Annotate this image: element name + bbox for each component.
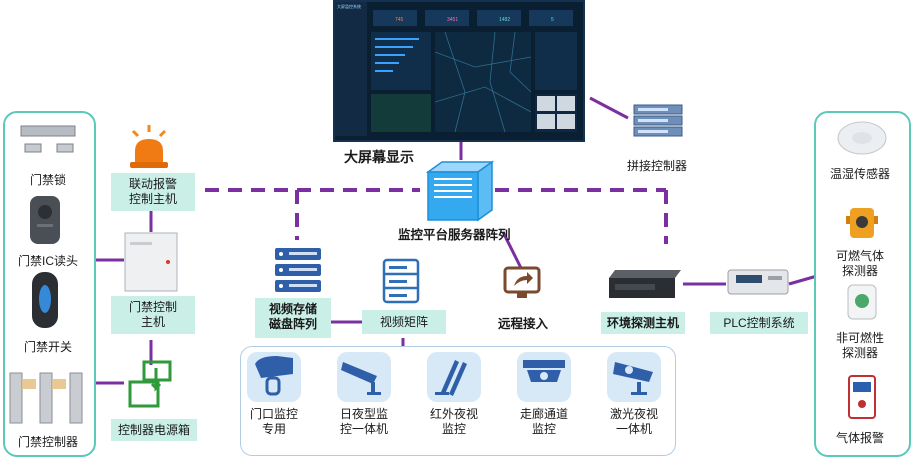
left-item-label: 门禁锁 — [30, 173, 67, 187]
right-item-label: 非可燃性探测器 — [836, 331, 885, 360]
power-box-label: 控制器电源箱 — [111, 419, 197, 441]
storage-array-icon — [273, 246, 323, 294]
access-host-line1: 门禁控制 — [128, 300, 177, 314]
big-screen-label: 大屏幕显示 — [344, 149, 414, 165]
stat-card: 5 — [529, 10, 573, 26]
right-item-label: 可燃气体探测器 — [836, 249, 885, 278]
right-item-label: 气体报警 — [836, 431, 885, 445]
left-item-label: 门禁IC读头 — [18, 254, 79, 268]
camera-label: 激光夜视一体机 — [609, 407, 658, 436]
stat-value: 745 — [395, 17, 404, 23]
map-panel — [435, 32, 531, 132]
video-matrix-label: 视频矩阵 — [362, 310, 446, 334]
bar-list-panel — [371, 32, 431, 90]
stat-card: 3451 — [425, 10, 469, 26]
stat-card: 745 — [373, 10, 417, 26]
status-grid — [371, 94, 431, 132]
camera-label: 门口监控专用 — [249, 407, 298, 436]
storage-line1: 视频存储 — [268, 302, 317, 316]
camera-label: 走廊通道监控 — [519, 407, 568, 436]
env-host-label: 环境探测主机 — [601, 312, 685, 334]
plc-device-icon — [726, 266, 790, 298]
dashboard-sidebar — [335, 2, 367, 136]
alarm-host-line1: 联动报警 — [128, 177, 177, 191]
day-night-camera-icon — [337, 352, 391, 402]
video-matrix-icon — [381, 258, 421, 304]
video-thumbs — [535, 94, 577, 132]
laser-camera-icon — [607, 352, 661, 402]
ic-reader-icon — [28, 194, 62, 246]
left-item-label: 门禁开关 — [24, 340, 73, 354]
control-cabinet-icon — [124, 232, 178, 292]
server-array-label: 监控平台服务器阵列 — [398, 228, 511, 242]
infrared-camera-icon — [427, 352, 481, 402]
splice-controller-icon — [632, 103, 684, 139]
env-host-device-icon — [605, 268, 683, 300]
stat-value: 3451 — [447, 17, 459, 23]
left-item-label: 门禁控制器 — [18, 435, 79, 449]
non-combustible-detector-icon — [846, 283, 878, 321]
server-array-icon — [420, 158, 496, 224]
plc-label: PLC控制系统 — [710, 312, 808, 334]
storage-array-box: 视频存储 磁盘阵列 — [255, 298, 331, 338]
gas-alarm-icon — [847, 374, 877, 420]
corridor-camera-icon — [517, 352, 571, 402]
alarm-host-line2: 控制主机 — [128, 192, 177, 206]
splice-controller-label: 拼接控制器 — [627, 159, 688, 173]
alarm-light-icon — [125, 125, 173, 169]
stat-value: 5 — [551, 17, 554, 23]
turnstile-icon — [6, 367, 90, 427]
access-host-line2: 主机 — [140, 315, 165, 329]
remote-access-icon — [503, 266, 541, 300]
big-screen-display: 大屏监控系统 745 3451 1482 5 — [333, 0, 585, 142]
dome-camera-icon — [247, 352, 301, 402]
camera-label: 日夜型监控一体机 — [339, 407, 388, 436]
alarm-list-panel — [535, 32, 577, 90]
access-host-box: 门禁控制 主机 — [111, 296, 195, 334]
stat-card: 1482 — [477, 10, 521, 26]
door-switch-icon — [31, 271, 59, 329]
door-lock-icon — [17, 120, 79, 160]
right-item-label: 温湿传感器 — [830, 167, 891, 181]
camera-label: 红外夜视监控 — [429, 407, 478, 436]
stat-value: 1482 — [499, 17, 511, 23]
dashboard-title: 大屏监控系统 — [337, 4, 361, 9]
power-box-icon — [126, 360, 176, 410]
remote-access-label: 远程接入 — [498, 317, 549, 331]
alarm-host-box: 联动报警 控制主机 — [111, 173, 195, 211]
storage-line2: 磁盘阵列 — [268, 317, 317, 331]
smoke-sensor-icon — [836, 118, 888, 158]
gas-detector-icon — [844, 202, 880, 244]
